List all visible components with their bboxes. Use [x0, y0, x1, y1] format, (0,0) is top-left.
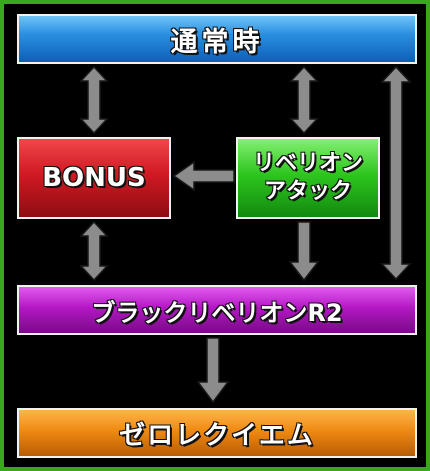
node-zero-label: ゼロレクイエム [118, 420, 315, 452]
arrow-normal-black [380, 65, 412, 281]
arrow-bonus-black [79, 220, 109, 282]
node-normal: 通常時 [17, 14, 417, 64]
node-zero-requiem: ゼロレクイエム [17, 408, 417, 458]
node-normal-label: 通常時 [170, 26, 264, 59]
arrow-layer [79, 65, 412, 404]
node-black-rebellion-r2: ブラックリベリオンR2 [17, 285, 417, 335]
node-attack-label-line1: リベリオン [252, 150, 364, 177]
node-attack-label-line2: アタック [263, 178, 353, 205]
arrow-normal-attack [289, 65, 319, 135]
arrow-attack-bonus [172, 160, 235, 192]
node-bonus-label: BONUS [41, 162, 146, 194]
arrow-normal-bonus [79, 65, 109, 135]
node-black-label: ブラックリベリオンR2 [91, 298, 344, 328]
arrow-black-zero [196, 337, 230, 404]
node-bonus: BONUS [17, 137, 171, 219]
node-rebellion-attack: リベリオン アタック [236, 137, 380, 219]
arrow-attack-black [288, 221, 320, 282]
